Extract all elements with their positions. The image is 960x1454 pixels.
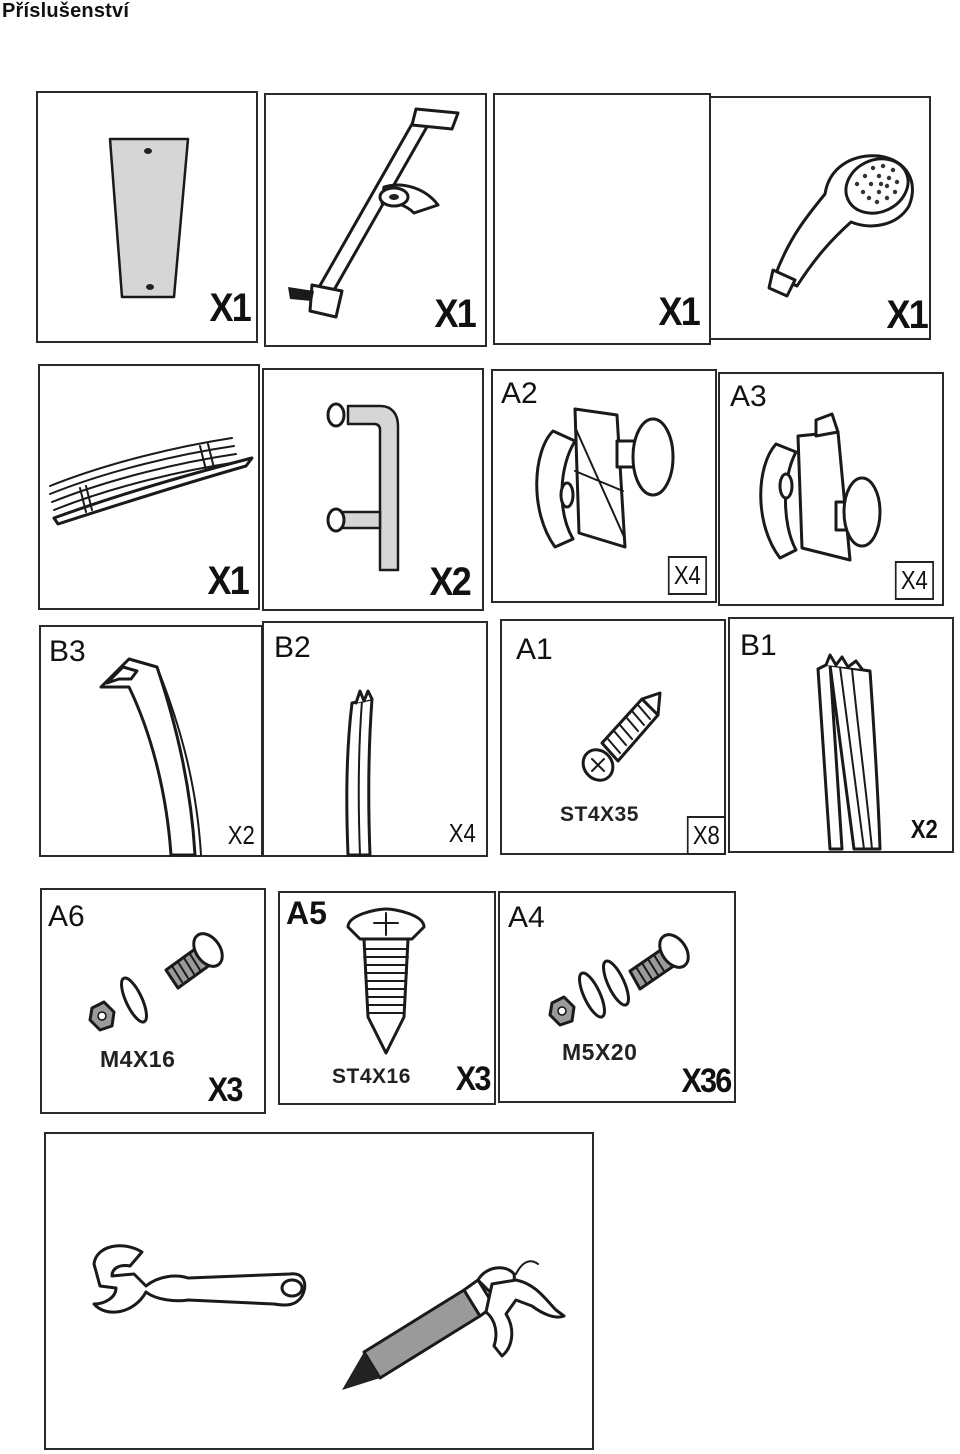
door-roller-icon: [535, 407, 675, 549]
part-a5-screw: A5 ST4X16 X3: [278, 891, 496, 1105]
part-b2-profile: B2 X4: [262, 621, 488, 857]
caulking-gun-icon: [342, 1260, 566, 1390]
part-a1-screw: A1 ST4X35 X8: [500, 619, 726, 855]
part-code: A6: [48, 900, 85, 933]
screw-icon: [581, 691, 662, 782]
part-hand-shower: X1: [709, 96, 931, 340]
hand-shower-icon: [767, 154, 914, 298]
quantity-label: X2: [910, 814, 938, 844]
part-code: A1: [516, 633, 553, 666]
screw-icon: [88, 932, 224, 1032]
page-title: Příslušenství: [2, 0, 130, 22]
part-code: A3: [730, 380, 767, 413]
quantity-label: X4: [895, 561, 934, 600]
quantity-label: X1: [207, 559, 250, 603]
tools-illustration: [92, 1244, 566, 1390]
part-code: A4: [508, 901, 545, 934]
door-handle-icon: [326, 402, 400, 572]
part-slide-rail: X1: [264, 93, 487, 347]
part-unknown: X1: [493, 93, 711, 345]
part-code: B1: [740, 629, 777, 662]
screw-icon: [548, 933, 690, 1027]
quantity-label: X4: [448, 818, 476, 848]
profile-strip-icon: [99, 657, 202, 857]
spec-label: ST4X35: [560, 803, 639, 826]
wrench-icon: [92, 1244, 307, 1314]
slide-rail-icon: [288, 107, 460, 319]
quantity-label: X36: [680, 1062, 732, 1100]
quantity-label: X2: [227, 820, 255, 850]
part-code: A5: [286, 895, 327, 931]
part-a4-bolt: A4 M5X20 X36: [498, 891, 736, 1103]
part-code: B2: [274, 631, 311, 664]
glass-panel-icon: [108, 137, 190, 299]
quantity-label: X8: [687, 816, 726, 855]
profile-strip-icon: [345, 689, 374, 857]
tools-panel: [44, 1132, 594, 1450]
part-a3-roller: A3 X4: [718, 372, 944, 606]
part-curved-rails: X1: [38, 364, 260, 610]
part-b3-profile: B3 X2: [39, 625, 263, 857]
quantity-label: X1: [658, 290, 701, 334]
part-door-handle: X2: [262, 368, 484, 611]
screw-icon: [346, 907, 426, 1055]
curved-rails-icon: [49, 437, 254, 526]
quantity-label: X1: [209, 286, 252, 330]
part-a2-roller: A2 X4: [491, 369, 717, 603]
quantity-label: X3: [208, 1071, 244, 1109]
quantity-label: X4: [668, 556, 707, 595]
spec-label: ST4X16: [332, 1065, 411, 1088]
quantity-label: X3: [456, 1060, 492, 1098]
door-roller-icon: [759, 412, 882, 562]
part-a6-bolt: A6 M4X16 X3: [40, 888, 266, 1114]
part-glass-panel: X1: [36, 91, 258, 343]
quantity-label: X1: [434, 292, 477, 336]
spec-label: M5X20: [562, 1039, 638, 1065]
spec-label: M4X16: [100, 1046, 176, 1072]
quantity-label: X2: [429, 560, 472, 604]
part-b1-profile: B1 X2: [728, 617, 954, 853]
quantity-label: X1: [886, 293, 929, 337]
part-code: B3: [49, 635, 86, 668]
profile-strip-icon: [816, 653, 882, 851]
part-code: A2: [501, 377, 538, 410]
